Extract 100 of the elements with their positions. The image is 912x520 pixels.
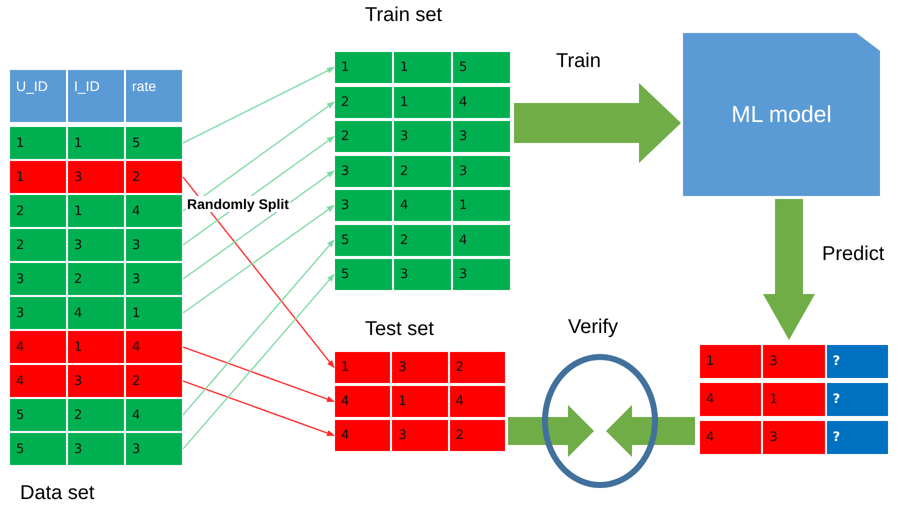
table-row xyxy=(700,383,888,416)
block-arrow xyxy=(514,83,681,163)
cell-value: 3 xyxy=(451,121,510,152)
table-row xyxy=(10,433,182,465)
arrow xyxy=(182,176,334,368)
table-title: Test set xyxy=(365,318,434,341)
cell-value: 4 xyxy=(340,427,350,445)
cell-value: ? xyxy=(824,421,888,454)
table-row xyxy=(10,127,182,159)
block-arrow xyxy=(763,199,815,340)
table-row xyxy=(335,52,510,83)
split-label: Randomly Split xyxy=(186,196,290,212)
cell-value: 3 xyxy=(392,121,451,152)
table-row xyxy=(335,156,510,186)
cell-value: 3 xyxy=(15,270,26,288)
block-arrow xyxy=(508,405,594,457)
table-row xyxy=(10,263,182,295)
cell-value: 3 xyxy=(451,259,510,290)
table-title: Data set xyxy=(20,482,94,505)
cell-value: 4 xyxy=(392,190,451,221)
column-header: I_ID xyxy=(66,70,124,122)
table-row xyxy=(10,331,182,363)
cell-value: 3 xyxy=(66,229,124,261)
cell-value: 4 xyxy=(451,224,510,256)
arrow xyxy=(182,274,334,450)
cell-value: 1 xyxy=(66,195,124,227)
cell-value: 5 xyxy=(15,406,26,424)
cell-value: 3 xyxy=(451,156,510,186)
cell-value: 2 xyxy=(448,352,505,383)
table-row xyxy=(335,352,505,383)
cell-value: ? xyxy=(824,383,888,416)
cell-value: 2 xyxy=(448,420,505,451)
cell-value: 2 xyxy=(340,128,350,146)
table-row xyxy=(10,297,182,329)
cell-value: 2 xyxy=(66,263,124,295)
cell-value: 3 xyxy=(340,197,350,215)
table-row xyxy=(10,161,182,193)
cell-value: 5 xyxy=(340,266,350,284)
table-header-row xyxy=(10,70,182,122)
table-row xyxy=(335,386,505,417)
cell-value: 1 xyxy=(392,52,451,83)
cell-value: 4 xyxy=(705,391,716,409)
arrow xyxy=(182,239,334,416)
cell-value: 3 xyxy=(124,433,182,465)
table-row xyxy=(10,229,182,261)
cell-value: 2 xyxy=(124,365,182,397)
cell-value: 1 xyxy=(390,386,448,417)
cell-value: 1 xyxy=(392,86,451,118)
cell-value: 4 xyxy=(15,372,26,390)
cell-value: 3 xyxy=(124,263,182,295)
cell-value: 4 xyxy=(451,86,510,118)
cell-value: 5 xyxy=(15,440,26,458)
cell-value: 3 xyxy=(390,420,448,451)
arrow xyxy=(182,101,335,212)
cell-value: 4 xyxy=(448,386,505,417)
cell-value: 1 xyxy=(15,134,26,152)
column-header: rate xyxy=(124,70,182,122)
table-row xyxy=(10,195,182,227)
column-header: U_ID xyxy=(15,77,49,96)
cell-value: 3 xyxy=(66,433,124,465)
table-row xyxy=(10,365,182,397)
cell-value: 4 xyxy=(66,297,124,329)
arrow xyxy=(182,170,335,280)
cell-value: 3 xyxy=(66,365,124,397)
cell-value: 3 xyxy=(124,229,182,261)
cell-value: 3 xyxy=(340,162,350,180)
circle-title: Verify xyxy=(568,316,618,339)
cell-value: 2 xyxy=(15,202,26,220)
cell-value: 2 xyxy=(392,156,451,186)
cell-value: 2 xyxy=(124,161,182,193)
cell-value: 3 xyxy=(66,161,124,193)
cell-value: 5 xyxy=(124,127,182,159)
table-row xyxy=(10,399,182,431)
cell-value: 4 xyxy=(705,429,716,447)
table-row xyxy=(700,345,888,378)
cell-value: 1 xyxy=(15,168,26,186)
table-row xyxy=(335,420,505,451)
arrow xyxy=(182,346,335,402)
arrow xyxy=(182,66,335,144)
cell-value: 2 xyxy=(15,236,26,254)
cell-value: 3 xyxy=(392,259,451,290)
arrow xyxy=(182,380,335,436)
cell-value: 4 xyxy=(340,393,350,411)
cell-value: 1 xyxy=(124,297,182,329)
cell-value: 2 xyxy=(66,399,124,431)
cell-value: 5 xyxy=(451,52,510,83)
box-label: ML model xyxy=(731,101,832,128)
table-row xyxy=(335,121,510,152)
table-row xyxy=(335,86,510,118)
cell-value: 3 xyxy=(390,352,448,383)
table-row xyxy=(700,421,888,454)
model-box xyxy=(683,33,880,196)
table-row xyxy=(335,224,510,256)
arrow xyxy=(182,204,335,314)
cell-value: 1 xyxy=(340,359,350,377)
table-title: Train set xyxy=(365,4,442,27)
cell-value: 1 xyxy=(451,190,510,221)
cell-value: 1 xyxy=(705,353,716,371)
cell-value: 2 xyxy=(340,94,350,112)
cell-value: 4 xyxy=(124,399,182,431)
